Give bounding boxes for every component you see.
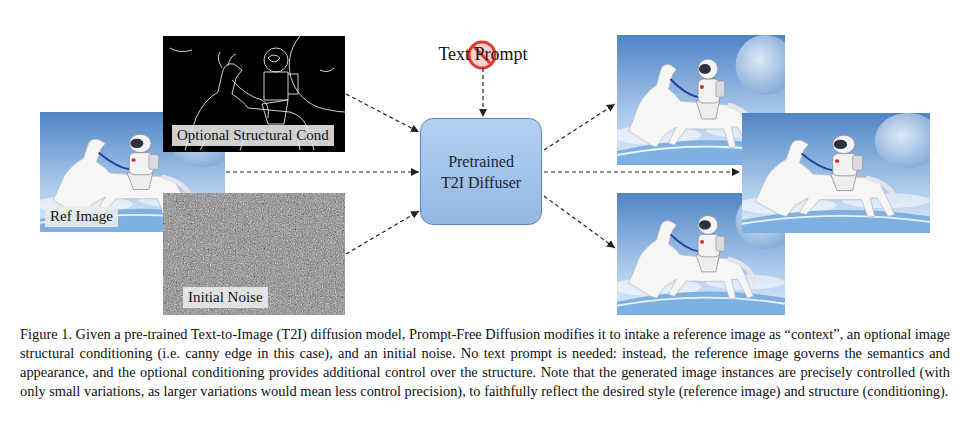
reference-image: Ref Image — [40, 112, 225, 232]
prompt-label: Text Prompt — [428, 43, 538, 65]
drawing-part — [218, 52, 236, 68]
image-label: Initial Noise — [183, 287, 268, 308]
drawing-part — [544, 196, 615, 248]
drawing-part — [170, 48, 334, 72]
edge-picture — [163, 36, 345, 152]
image-label: Optional Structural Cond — [172, 125, 334, 146]
drawing-part — [268, 55, 280, 62]
structure-image: Optional Structural Cond — [163, 36, 345, 152]
dashed-arrow — [346, 94, 419, 132]
drawing-part — [264, 72, 288, 100]
drawing-part — [736, 113, 941, 233]
dashed-arrow — [226, 171, 419, 172]
drawing-part — [288, 74, 298, 94]
drawing-part — [163, 193, 345, 315]
noise-image: Initial Noise — [163, 193, 345, 315]
process-box: Pretrained T2I Diffuser — [420, 118, 542, 225]
figure-caption: Figure 1. Given a pre-trained Text-to-Im… — [20, 325, 950, 401]
image-label: Ref Image — [45, 206, 118, 227]
box-label: Pretrained T2I Diffuser — [437, 151, 525, 193]
drawing-part — [232, 80, 268, 118]
drawing-part — [544, 104, 615, 150]
drawing-part — [264, 48, 288, 72]
dashed-arrow — [482, 68, 483, 117]
drawing-part — [262, 100, 288, 124]
drawing-part — [163, 193, 345, 315]
drawing-part — [544, 171, 740, 172]
text-prompt: Text Prompt — [428, 43, 538, 65]
drawing-part — [163, 36, 345, 152]
dashed-arrow — [346, 211, 419, 254]
noise-picture — [163, 193, 345, 315]
output-picture — [612, 35, 941, 315]
output-arrow — [544, 104, 740, 248]
drawing-part — [170, 36, 345, 150]
